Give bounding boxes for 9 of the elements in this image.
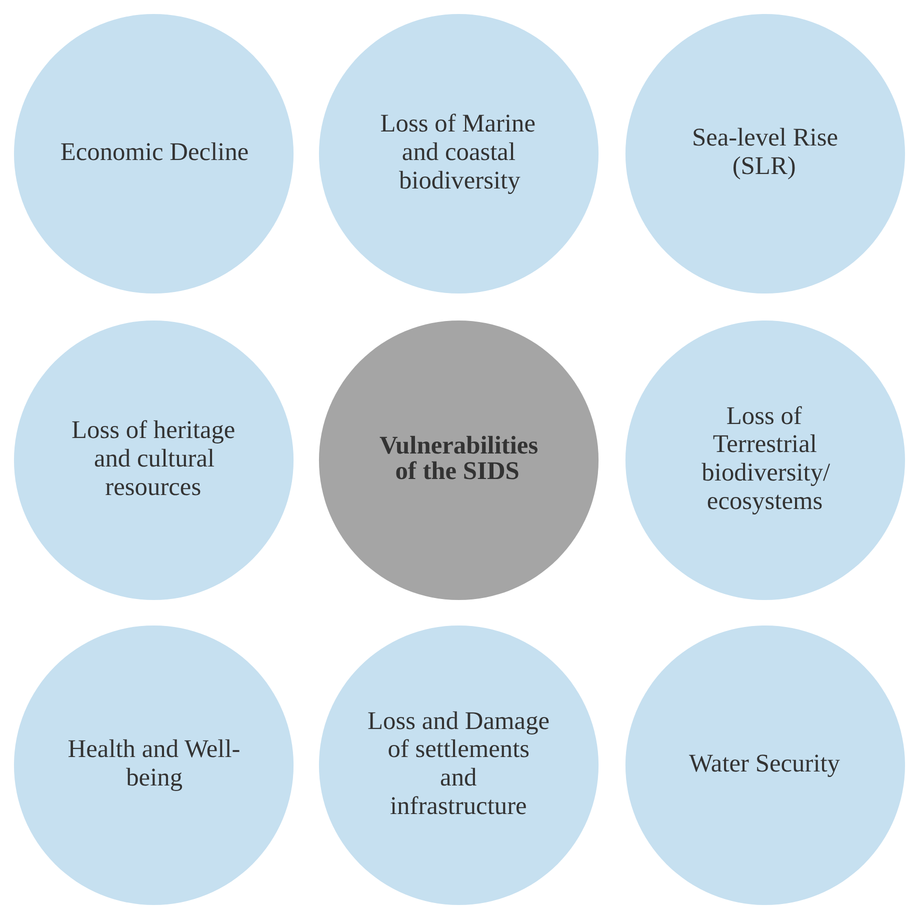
node-circle: Loss and Damage of settlements and infrastructure	[318, 625, 599, 906]
node-circle: Vulnerabilities of the SIDS	[318, 320, 599, 600]
node-circle: Sea-level Rise (SLR)	[625, 14, 906, 294]
node-circle: Water Security	[625, 625, 906, 906]
node-circle: Loss of heritage and cultural resources	[14, 320, 294, 600]
node-circle: Economic Decline	[14, 14, 294, 294]
node-circle: Health and Well-being	[14, 625, 294, 906]
node-circle: Loss of Terrestrial biodiversity/ ecosystems	[625, 320, 906, 600]
node-circle: Loss of Marine and coastal biodiversity	[318, 14, 599, 294]
